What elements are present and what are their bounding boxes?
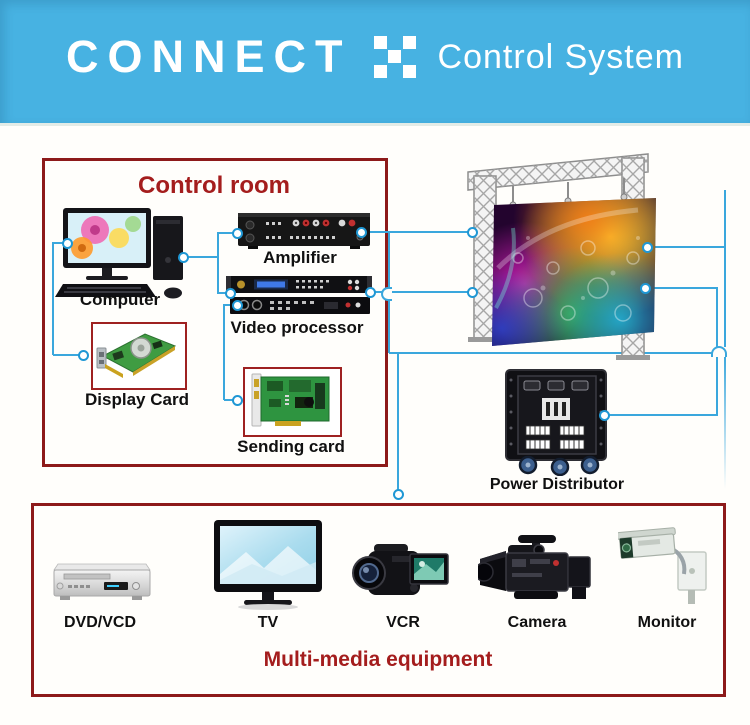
- connector-line: [218, 292, 229, 294]
- connector-line-fading: [724, 354, 726, 489]
- connector-node: [467, 227, 478, 238]
- connector-node: [232, 395, 243, 406]
- connector-line: [650, 246, 726, 248]
- connector-line: [53, 354, 84, 356]
- connector-line: [224, 304, 235, 306]
- multimedia-title: Multi-media equipment: [263, 648, 493, 671]
- connector-node: [467, 287, 478, 298]
- video-processor-icon: [224, 276, 372, 318]
- connector-line: [53, 242, 68, 244]
- line-hop: [381, 287, 392, 301]
- banner-divider: [0, 123, 750, 126]
- dvd-label: DVD/VCD: [63, 614, 137, 631]
- display-card-label: Display Card: [85, 390, 189, 409]
- connector-node: [599, 410, 610, 421]
- connector-node: [365, 287, 376, 298]
- connector-line: [52, 242, 54, 355]
- connector-line: [397, 353, 399, 493]
- connector-line: [648, 287, 718, 289]
- connector-line: [186, 256, 219, 258]
- header-row: CONNECT Control System: [0, 34, 750, 79]
- checker-squares-icon: [373, 35, 416, 78]
- led-screen-truss-icon: [438, 148, 663, 362]
- connector-line: [724, 190, 726, 248]
- connector-node: [178, 252, 189, 263]
- connector-line: [223, 304, 225, 400]
- connector-line: [218, 232, 235, 234]
- page-title: Control System: [437, 37, 684, 76]
- amplifier-label: Amplifier: [263, 248, 337, 267]
- camera-label: Camera: [507, 614, 567, 631]
- broadcast-camera-icon: [474, 533, 596, 607]
- monitor-label: Monitor: [637, 614, 697, 631]
- connector-node: [62, 238, 73, 249]
- sending-card-label: Sending card: [237, 437, 345, 456]
- connector-line: [607, 414, 718, 416]
- tv-label: TV: [257, 614, 279, 631]
- connector-node: [225, 288, 236, 299]
- display-card-icon: [95, 326, 179, 382]
- connector-node: [642, 242, 653, 253]
- multimedia-box: [31, 503, 726, 697]
- vcr-label: VCR: [386, 614, 420, 631]
- video-processor-label: Video processor: [230, 318, 364, 337]
- connector-node: [232, 228, 243, 239]
- line-hop: [711, 346, 727, 357]
- sending-card-icon: [247, 371, 334, 429]
- connector-line: [373, 291, 469, 293]
- header-banner: CONNECT Control System: [0, 0, 750, 123]
- power-distributor-icon: [498, 366, 616, 477]
- connector-line: [224, 399, 235, 401]
- brand-text: CONNECT: [66, 31, 352, 82]
- connector-line: [724, 247, 726, 347]
- connector-line: [388, 233, 390, 287]
- connector-node: [640, 283, 651, 294]
- cctv-monitor-icon: [616, 524, 714, 606]
- connector-node: [78, 350, 89, 361]
- connector-line: [364, 231, 469, 233]
- control-room-box: [42, 158, 388, 467]
- camcorder-icon: [352, 540, 452, 606]
- dvd-player-icon: [52, 556, 152, 608]
- connector-line: [217, 232, 219, 294]
- connector-node: [356, 227, 367, 238]
- connector-line: [388, 297, 390, 353]
- control-room-title: Control room: [138, 172, 290, 199]
- connector-line: [389, 352, 713, 354]
- computer-label: Computer: [79, 290, 161, 309]
- tv-icon: [212, 518, 324, 612]
- power-distributor-label: Power Distributor: [489, 476, 625, 493]
- connector-node: [393, 489, 404, 500]
- connector-node: [232, 300, 243, 311]
- amplifier-icon: [238, 210, 370, 252]
- desktop-computer-icon: [55, 208, 205, 300]
